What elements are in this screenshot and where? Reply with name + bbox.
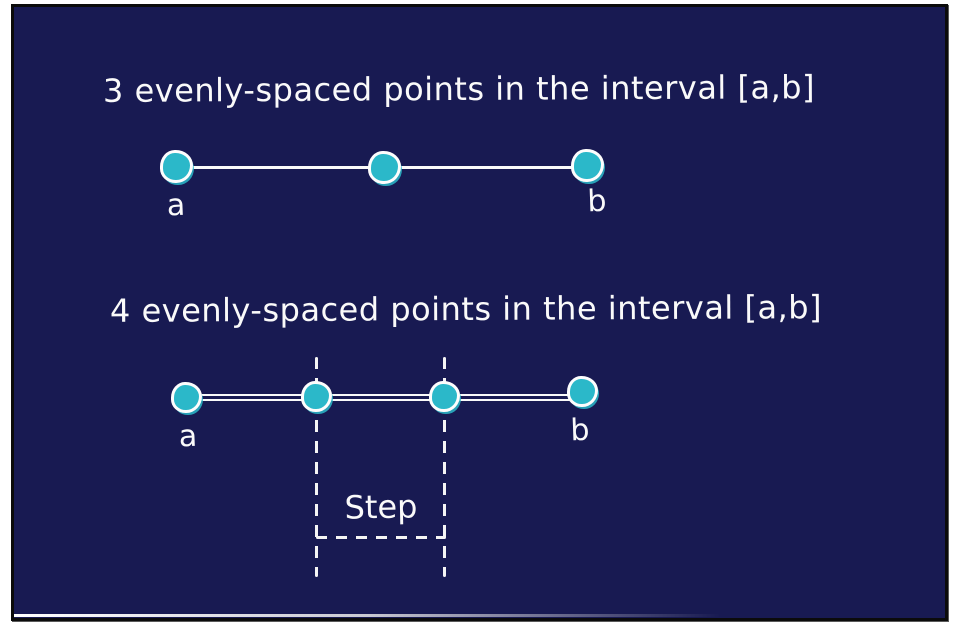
- interval-point: [160, 150, 193, 183]
- interval-point: [368, 151, 401, 184]
- label-a-three: a: [166, 187, 186, 224]
- title-three-points: 3 evenly-spaced points in the interval […: [102, 68, 816, 110]
- label-b-four: b: [569, 412, 591, 449]
- label-a-four: a: [178, 418, 198, 455]
- interval-point: [567, 376, 598, 407]
- interval-point: [301, 381, 332, 412]
- interval-point: [571, 149, 604, 182]
- title-four-points: 4 evenly-spaced points in the interval […: [109, 288, 823, 330]
- diagram-board: [11, 4, 948, 621]
- interval-point: [429, 381, 460, 412]
- step-label: Step: [344, 487, 418, 527]
- step-guide-right: [443, 357, 446, 577]
- interval-point: [171, 382, 202, 413]
- label-b-three: b: [586, 183, 608, 220]
- step-bracket-line: [316, 536, 446, 539]
- step-guide-left: [315, 357, 318, 577]
- interval-line-four: [187, 394, 583, 401]
- board-bottom-highlight: [14, 614, 944, 617]
